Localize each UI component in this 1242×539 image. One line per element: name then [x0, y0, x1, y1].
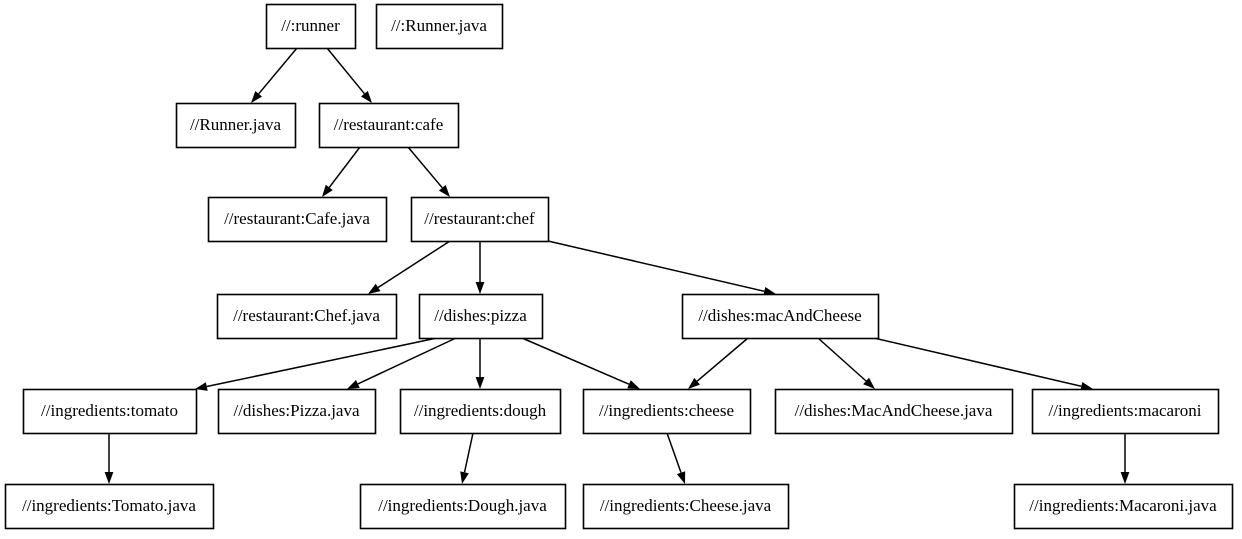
edge-dishes_mac-to-ing_cheese: [688, 337, 749, 389]
edge-dishes_mac-to-ing_macaroni: [873, 337, 1093, 391]
node-layer: //:runner //:Runner.java //Runner.java //re…: [4, 3, 1234, 530]
graph-node-macaroni_java[interactable]: //ingredients:Macaroni.java: [1013, 483, 1234, 530]
edge-ing_macaroni-to-macaroni_java: [1120, 433, 1130, 484]
edge-restaurant_chef-to-dishes_pizza: [475, 241, 485, 294]
node-label: //ingredients:Dough.java: [378, 496, 547, 515]
graph-node-ing_dough[interactable]: //ingredients:dough: [399, 388, 562, 435]
node-label: //:Runner.java: [391, 16, 487, 35]
graph-node-dishes_mac[interactable]: //dishes:macAndCheese: [681, 293, 880, 340]
node-label: //ingredients:Tomato.java: [22, 496, 196, 515]
node-label: //:runner: [281, 16, 340, 35]
graph-node-ing_tomato[interactable]: //ingredients:tomato: [22, 388, 198, 435]
edge-runner-to-runner_java: [251, 47, 298, 103]
edge-ing_dough-to-dough_java: [460, 432, 474, 484]
edge-restaurant_chef-to-dishes_mac: [547, 240, 776, 296]
graph-node-cafe_java[interactable]: //restaurant:Cafe.java: [207, 196, 388, 243]
node-label: //restaurant:Cafe.java: [224, 209, 370, 228]
edge-dishes_pizza-to-ing_cheese: [521, 337, 640, 389]
node-label: //dishes:Pizza.java: [233, 401, 360, 420]
graph-node-chef_java[interactable]: //restaurant:Chef.java: [216, 293, 398, 340]
edge-dishes_pizza-to-pizza_java: [347, 337, 457, 389]
graph-node-runner[interactable]: //:runner: [265, 3, 357, 50]
edge-dishes_pizza-to-ing_tomato: [195, 337, 438, 391]
edge-layer: [104, 47, 1130, 484]
graph-node-mac_java[interactable]: //dishes:MacAndCheese.java: [774, 388, 1014, 435]
node-label: //restaurant:Chef.java: [233, 306, 380, 325]
graph-node-restaurant_cafe[interactable]: //restaurant:cafe: [318, 102, 460, 149]
node-label: //ingredients:Cheese.java: [600, 496, 772, 515]
node-label: //ingredients:tomato: [41, 401, 178, 420]
node-label: //ingredients:Macaroni.java: [1029, 496, 1217, 515]
node-label: //dishes:macAndCheese: [698, 306, 861, 325]
node-label: //ingredients:cheese: [599, 401, 734, 420]
edge-runner-to-restaurant_cafe: [326, 47, 372, 103]
graph-node-dishes_pizza[interactable]: //dishes:pizza: [418, 293, 544, 340]
graph-node-cheese_java[interactable]: //ingredients:Cheese.java: [582, 483, 790, 530]
node-label: //restaurant:chef: [424, 209, 535, 228]
edge-restaurant_cafe-to-cafe_java: [322, 146, 361, 197]
edge-ing_cheese-to-cheese_java: [666, 432, 686, 484]
edge-dishes_mac-to-mac_java: [817, 337, 875, 389]
node-label: //dishes:MacAndCheese.java: [795, 401, 993, 420]
edge-restaurant_cafe-to-restaurant_chef: [407, 146, 450, 197]
graph-node-runner_java[interactable]: //Runner.java: [175, 102, 297, 149]
graph-node-ing_cheese[interactable]: //ingredients:cheese: [582, 388, 752, 435]
node-label: //dishes:pizza: [434, 306, 527, 325]
graph-node-tomato_java[interactable]: //ingredients:Tomato.java: [4, 483, 215, 530]
graph-node-restaurant_chef[interactable]: //restaurant:chef: [410, 196, 550, 243]
graph-node-dough_java[interactable]: //ingredients:Dough.java: [359, 483, 567, 530]
node-label: //ingredients:dough: [414, 401, 547, 420]
edge-restaurant_chef-to-chef_java: [368, 240, 451, 294]
edge-dishes_pizza-to-ing_dough: [475, 338, 485, 389]
node-label: //restaurant:cafe: [334, 115, 444, 134]
node-label: //Runner.java: [190, 115, 282, 134]
graph-node-pizza_java[interactable]: //dishes:Pizza.java: [217, 388, 377, 435]
edge-ing_tomato-to-tomato_java: [104, 433, 114, 484]
graph-node-runner_java_root[interactable]: //:Runner.java: [375, 3, 504, 50]
graph-node-ing_macaroni[interactable]: //ingredients:macaroni: [1031, 388, 1220, 435]
node-label: //ingredients:macaroni: [1049, 401, 1202, 420]
